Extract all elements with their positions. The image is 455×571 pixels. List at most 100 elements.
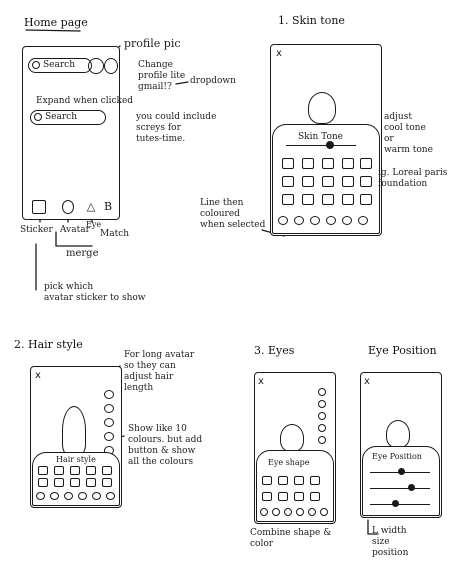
combine-note: Combine shape & color <box>250 528 332 549</box>
skin-swatch[interactable] <box>322 158 334 169</box>
skin-swatch[interactable] <box>342 194 354 205</box>
skin-circle-option[interactable] <box>310 216 320 225</box>
sticker-icon[interactable] <box>32 200 46 214</box>
hair-color-dot[interactable] <box>104 418 114 427</box>
hair-circle-option[interactable] <box>106 492 115 500</box>
hair-swatch[interactable] <box>54 478 64 487</box>
hair-swatch[interactable] <box>102 466 112 475</box>
hair-swatch[interactable] <box>38 466 48 475</box>
hair-color-dot[interactable] <box>104 432 114 441</box>
skin-swatch[interactable] <box>342 158 354 169</box>
eye-shape-option[interactable] <box>310 476 320 485</box>
hair-color-dot[interactable] <box>104 390 114 399</box>
profile-change-note: Change profile lite gmail!? <box>138 60 186 92</box>
skin-circle-option[interactable] <box>294 216 304 225</box>
eye-shape-option[interactable] <box>278 492 288 501</box>
hair-swatch[interactable] <box>102 478 112 487</box>
hair-swatch[interactable] <box>70 466 80 475</box>
hair-style-title: 2. Hair style <box>14 338 83 351</box>
hair-swatch[interactable] <box>70 478 80 487</box>
skin-circle-option[interactable] <box>358 216 368 225</box>
eye-circle-option[interactable] <box>260 508 268 516</box>
eye-shape-option[interactable] <box>294 476 304 485</box>
search-expanded-input[interactable]: Search <box>30 110 106 125</box>
skin-tone-slider-thumb[interactable] <box>326 141 334 149</box>
skin-swatch[interactable] <box>360 158 372 169</box>
width-size-position-note: L width size position <box>372 526 409 558</box>
eye-width-thumb[interactable] <box>398 468 405 475</box>
match-icon[interactable]: B <box>103 200 113 213</box>
skin-swatch[interactable] <box>282 176 294 187</box>
hair-circle-option[interactable] <box>92 492 101 500</box>
eye-color-dot[interactable] <box>318 400 326 408</box>
eyes-title: 3. Eyes <box>254 344 295 357</box>
eye-size-thumb[interactable] <box>408 484 415 491</box>
profile-pic-label: profile pic <box>124 37 181 50</box>
hair-swatch[interactable] <box>38 478 48 487</box>
eye-color-dot[interactable] <box>318 388 326 396</box>
skin-tone-title: 1. Skin tone <box>278 14 345 27</box>
search-input[interactable]: Search <box>28 58 92 73</box>
hair-color-dot[interactable] <box>104 404 114 413</box>
line-coloured-note: Line then coloured when selected <box>200 198 266 230</box>
eye-position-slider[interactable] <box>370 504 430 505</box>
skin-swatch[interactable] <box>282 158 294 169</box>
skin-swatch[interactable] <box>360 176 372 187</box>
skin-swatch[interactable] <box>342 176 354 187</box>
avatar-icon[interactable] <box>62 200 74 214</box>
skin-swatch[interactable] <box>302 176 314 187</box>
hair-swatch[interactable] <box>86 478 96 487</box>
eye-size-slider[interactable] <box>370 488 430 489</box>
eye-circle-option[interactable] <box>320 508 328 516</box>
expand-note: Expand when clicked <box>36 96 134 106</box>
eye-circle-option[interactable] <box>308 508 316 516</box>
hair-close-icon[interactable]: x <box>35 370 41 381</box>
eyepos-avatar-head <box>386 420 410 448</box>
search-icon <box>32 61 40 69</box>
loreal-note: ig. Loreal paris foundation <box>378 168 448 189</box>
skin-circle-option[interactable] <box>342 216 352 225</box>
match-label: Match <box>100 229 130 239</box>
skin-swatch[interactable] <box>302 194 314 205</box>
eye-circle-option[interactable] <box>284 508 292 516</box>
profile-pic-avatar[interactable] <box>88 58 104 74</box>
search-expanded-placeholder: Search <box>45 112 77 122</box>
hair-panel-label: Hair style <box>56 455 96 464</box>
eye-label: Eye <box>86 220 102 229</box>
eye-color-dot[interactable] <box>318 412 326 420</box>
hair-swatch[interactable] <box>86 466 96 475</box>
eye-circle-option[interactable] <box>272 508 280 516</box>
skin-swatch[interactable] <box>360 194 372 205</box>
eye-shape-option[interactable] <box>278 476 288 485</box>
eye-shape-option[interactable] <box>310 492 320 501</box>
profile-pic-secondary[interactable] <box>104 58 118 74</box>
eye-color-dot[interactable] <box>318 436 326 444</box>
eye-color-dot[interactable] <box>318 424 326 432</box>
eye-shape-option[interactable] <box>294 492 304 501</box>
eyes-panel-label: Eye shape <box>268 458 310 467</box>
skin-swatch[interactable] <box>302 158 314 169</box>
hair-circle-option[interactable] <box>78 492 87 500</box>
eye-position-thumb[interactable] <box>392 500 399 507</box>
hair-swatch[interactable] <box>54 466 64 475</box>
skin-tone-slider-track[interactable] <box>286 145 356 149</box>
hair-colors-note: Show like 10 colours. but add button & s… <box>128 424 203 467</box>
skin-circle-option[interactable] <box>326 216 336 225</box>
skin-swatch[interactable] <box>322 194 334 205</box>
eye-shape-option[interactable] <box>262 476 272 485</box>
eyes-close-icon[interactable]: x <box>258 376 264 387</box>
eyepos-close-icon[interactable]: x <box>364 376 370 387</box>
eye-icon[interactable]: △ <box>86 200 96 213</box>
skin-swatch[interactable] <box>282 194 294 205</box>
home-phone-frame <box>22 46 120 220</box>
skin-close-icon[interactable]: x <box>276 48 282 59</box>
hair-circle-option[interactable] <box>36 492 45 500</box>
eye-circle-option[interactable] <box>296 508 304 516</box>
skin-circle-option[interactable] <box>278 216 288 225</box>
eyepos-panel-label: Eye Position <box>372 452 422 461</box>
hair-circle-option[interactable] <box>64 492 73 500</box>
skin-swatch[interactable] <box>322 176 334 187</box>
eye-shape-option[interactable] <box>262 492 272 501</box>
hair-circle-option[interactable] <box>50 492 59 500</box>
merge-note: merge <box>66 248 99 259</box>
